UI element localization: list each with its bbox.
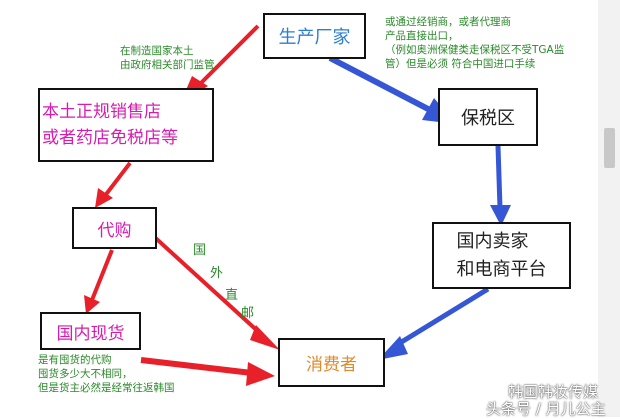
arrow-head-spot bbox=[84, 295, 100, 314]
node-domestic-seller: 国内卖家 和电商平台 bbox=[432, 222, 571, 289]
scrollbar-thumb[interactable] bbox=[604, 128, 615, 168]
note-import-line2: 产品直接出口， bbox=[385, 30, 459, 42]
arrow-head-daigou bbox=[95, 188, 113, 208]
note-import-line4: 管）但是必须 符合中国进口手续 bbox=[385, 58, 536, 70]
arrow-head-consumer-from-seller bbox=[378, 336, 408, 360]
note-regulation: 在制造国家本土 由政府相关部门监管 bbox=[120, 44, 215, 72]
arrow-manufacturer-to-retail bbox=[194, 24, 260, 90]
node-local-retail-line2: 或者药店免税店等 bbox=[42, 128, 178, 148]
arrow-bonded-to-seller bbox=[495, 145, 503, 209]
node-local-retail-line1: 本土正规销售店 bbox=[42, 102, 161, 122]
arrow-head-consumer-from-spot bbox=[246, 362, 275, 386]
watermark-line2: 头条号 / 月儿公主 bbox=[486, 400, 606, 418]
note-regulation-line1: 在制造国家本土 bbox=[120, 45, 194, 57]
note-import: 或通过经销商，或者代理商 产品直接出口， （例如奥洲保健类走保税区不受TGA监 … bbox=[385, 15, 564, 71]
node-domestic-seller-line1: 国内卖家 bbox=[456, 230, 529, 252]
arrow-manufacturer-to-bonded bbox=[328, 55, 432, 113]
node-bonded-zone: 保税区 bbox=[438, 88, 538, 146]
note-overseas-mail-char2: 外 bbox=[210, 266, 224, 281]
node-daigou: 代购 bbox=[72, 207, 157, 249]
note-spot-goods-line2: 囤货多少大不相同， bbox=[38, 368, 133, 380]
arrow-seller-to-consumer bbox=[393, 286, 490, 349]
note-import-line1: 或通过经销商，或者代理商 bbox=[385, 16, 511, 28]
note-spot-goods: 是有囤货的代购 囤货多少大不相同， 但是货主必然是经常往返韩国 bbox=[38, 353, 175, 395]
node-daigou-label: 代购 bbox=[97, 220, 132, 241]
node-domestic-seller-line2: 和电商平台 bbox=[456, 258, 547, 280]
arrow-head-consumer-from-daigou bbox=[250, 325, 280, 350]
wechat-icon bbox=[488, 382, 504, 396]
node-manufacturer: 生产厂家 bbox=[263, 13, 366, 59]
node-bonded-zone-label: 保税区 bbox=[461, 108, 515, 129]
watermark: 韩国韩妆传媒 头条号 / 月儿公主 bbox=[486, 378, 620, 418]
node-manufacturer-label: 生产厂家 bbox=[278, 27, 351, 48]
note-overseas-mail-char4: 邮 bbox=[241, 306, 255, 321]
node-consumer-label: 消费者 bbox=[306, 355, 357, 375]
watermark-line1: 韩国韩妆传媒 bbox=[508, 383, 599, 401]
node-domestic-spot: 国内现货 bbox=[40, 312, 141, 350]
node-local-retail: 本土正规销售店 或者药店免税店等 bbox=[38, 88, 214, 162]
note-overseas-mail-char1: 国 bbox=[193, 243, 207, 258]
note-regulation-line2: 由政府相关部门监管 bbox=[120, 59, 215, 71]
note-spot-goods-line3: 但是货主必然是经常往返韩国 bbox=[38, 382, 175, 394]
note-import-line3: （例如奥洲保健类走保税区不受TGA监 bbox=[385, 44, 565, 56]
arrow-retail-to-daigou bbox=[102, 161, 132, 199]
node-domestic-spot-label: 国内现货 bbox=[56, 323, 125, 344]
note-spot-goods-line1: 是有囤货的代购 bbox=[38, 354, 112, 366]
arrow-daigou-to-spot bbox=[90, 249, 114, 301]
arrow-head-seller bbox=[490, 205, 511, 226]
arrow-daigou-to-consumer bbox=[148, 231, 264, 337]
scrollbar-track[interactable] bbox=[598, 0, 620, 417]
node-consumer: 消费者 bbox=[278, 338, 385, 387]
arrow-spot-to-consumer bbox=[140, 357, 253, 376]
note-overseas-mail-char3: 直 bbox=[225, 288, 239, 303]
